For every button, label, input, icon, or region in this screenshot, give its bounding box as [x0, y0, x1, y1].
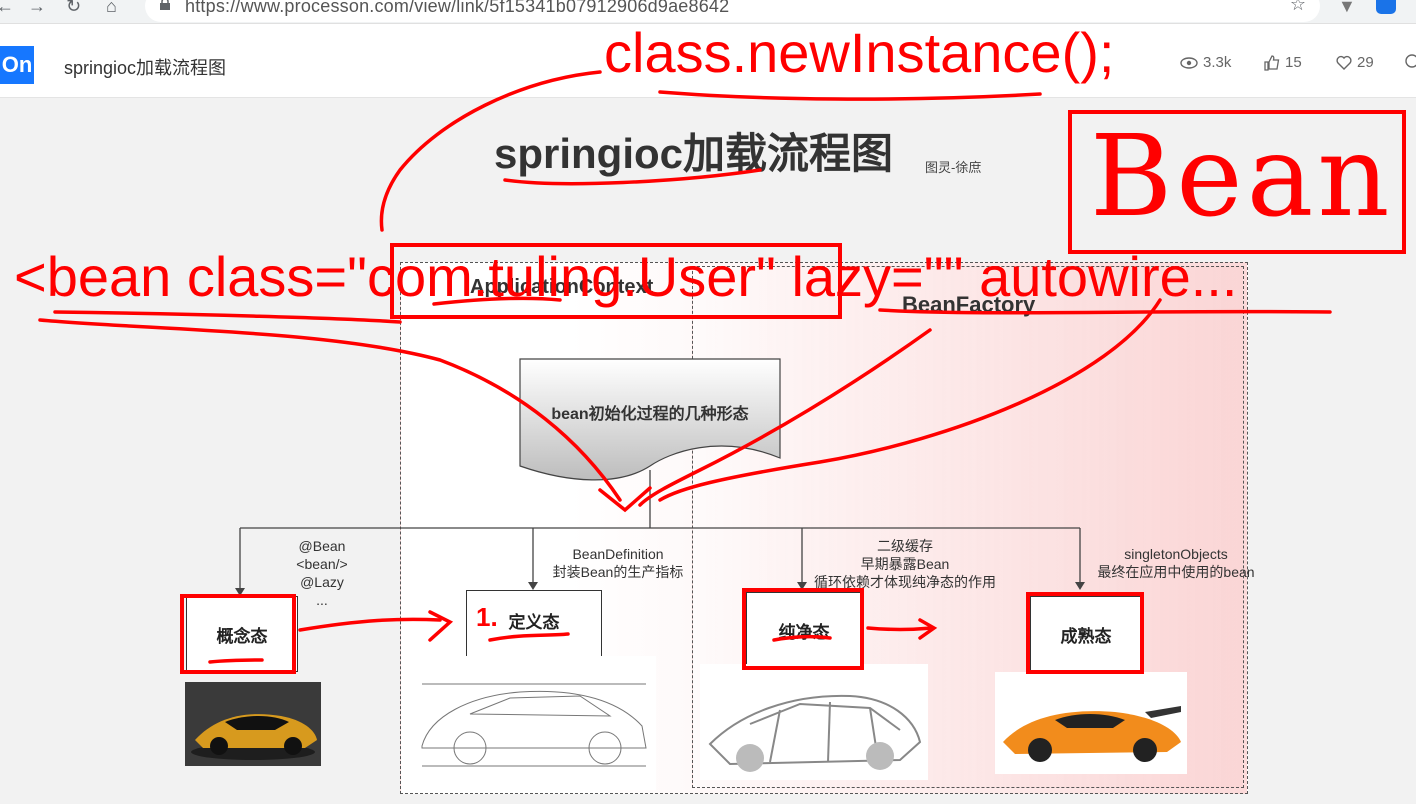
stage-concept-notes: @Bean <bean/> @Lazy ...	[280, 537, 364, 609]
browser-toolbar: ← → ↻ ⌂ https://www.processon.com/view/l…	[0, 0, 1416, 24]
favorites-count: 29	[1357, 54, 1374, 71]
note-at-bean: @Bean	[298, 538, 346, 554]
lock-icon	[160, 0, 170, 10]
forward-icon[interactable]: →	[28, 0, 46, 16]
views-count: 3.3k	[1203, 54, 1232, 71]
stage-mature-box[interactable]: 成熟态	[1030, 596, 1142, 672]
patent-drawing-image	[410, 656, 656, 790]
center-document-label: bean初始化过程的几种形态	[551, 406, 749, 423]
handwritten-new-instance: class.newInstance();	[604, 21, 1115, 84]
note-ellipsis: ...	[316, 592, 328, 608]
star-icon[interactable]: ☆	[1289, 0, 1306, 14]
car-frame-image	[700, 664, 928, 780]
handwritten-bean: Bean	[1090, 112, 1394, 242]
eye-icon	[1180, 56, 1198, 69]
note-early-exposure: 早期暴露Bean	[860, 556, 950, 572]
back-icon[interactable]: ←	[0, 0, 14, 16]
stage-pure-notes: 二级缓存 早期暴露Bean 循环依赖才体现纯净态的作用	[800, 537, 1010, 591]
note-singleton-objects: singletonObjects	[1124, 546, 1228, 562]
app-header: On springioc加载流程图 3.3k 15 29	[0, 24, 1416, 98]
url-text: https://www.processon.com/view/link/5f15…	[185, 0, 730, 16]
address-bar[interactable]: https://www.processon.com/view/link/5f15…	[145, 0, 1320, 22]
extension-blue-icon[interactable]	[1376, 0, 1396, 14]
note-second-cache: 二级缓存	[877, 538, 933, 554]
stage-concept-label: 概念态	[216, 626, 268, 646]
document-title: springioc加载流程图	[64, 58, 227, 78]
note-at-lazy: @Lazy	[300, 574, 344, 590]
handwritten-bean-xml: <bean class="com.tuling.User" lazy="" au…	[14, 245, 1238, 308]
stage-definition-label: 定义态	[508, 612, 560, 632]
diagram-title: springioc加载流程图	[494, 130, 894, 177]
mature-car-image	[995, 672, 1187, 774]
extension-icon[interactable]: ▼	[1338, 0, 1356, 16]
application-context-label: ApplicationContext	[470, 276, 654, 298]
stage-mature-label: 成熟态	[1060, 626, 1112, 646]
thumbs-up-icon	[1264, 54, 1280, 71]
heart-icon	[1336, 55, 1352, 70]
likes-count: 15	[1285, 54, 1302, 71]
note-final-bean: 最终在应用中使用的bean	[1097, 564, 1255, 580]
diagram-author: 图灵-徐庶	[925, 160, 982, 175]
note-circular-dep: 循环依赖才体现纯净态的作用	[814, 574, 996, 590]
home-icon[interactable]: ⌂	[106, 0, 117, 16]
concept-car-image	[185, 682, 321, 766]
handwritten-step-one: 1.	[476, 602, 498, 632]
note-production-spec: 封装Bean的生产指标	[552, 564, 684, 580]
views-stat: 3.3k	[1180, 54, 1231, 71]
comment-icon[interactable]	[1404, 54, 1416, 70]
favorite-button[interactable]: 29	[1336, 54, 1374, 71]
stage-mature-notes: singletonObjects 最终在应用中使用的bean	[1086, 545, 1266, 581]
note-bean-definition: BeanDefinition	[572, 546, 664, 562]
note-bean-tag: <bean/>	[296, 556, 348, 572]
stage-definition-notes: BeanDefinition 封装Bean的生产指标	[538, 545, 698, 581]
center-document-shape	[519, 358, 781, 481]
like-button[interactable]: 15	[1264, 54, 1302, 71]
processon-logo[interactable]: On	[0, 46, 34, 84]
reload-icon[interactable]: ↻	[66, 0, 82, 16]
